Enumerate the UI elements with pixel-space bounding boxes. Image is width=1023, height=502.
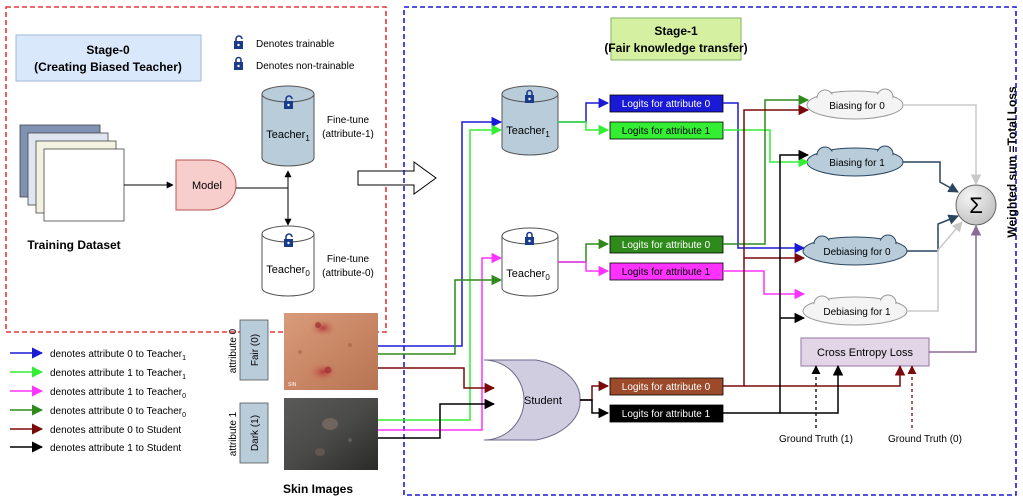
debiasing0-cloud: [802, 234, 908, 266]
arrow-legend: [10, 347, 44, 453]
fair-skin-image: [284, 313, 378, 390]
cross-entropy-label: Cross Entropy Loss: [817, 347, 913, 359]
fair-label: Fair (0): [250, 334, 261, 366]
fair-label-box: [239, 319, 269, 381]
weighted-sum-label: Weighted sum =Total Loss: [1005, 86, 1019, 238]
training-dataset-label: Training Dataset: [27, 238, 120, 252]
stage1-subtitle: (Fair knowledge transfer): [604, 41, 747, 55]
dark-label-box: [239, 402, 269, 464]
legend-item-0: denotes attribute 0 to Teacher1: [50, 349, 186, 362]
biasing0-label: Biasing for 0: [829, 101, 885, 112]
ground-truth-1: Ground Truth (1): [779, 434, 853, 445]
biasing1-cloud: [806, 145, 904, 177]
stage0-teacher1-lock-icon: [284, 95, 293, 109]
stage1-teacher0-label: Teacher0: [506, 268, 550, 282]
lock-open-icon: [234, 35, 243, 49]
stage1-teacher1-label: Teacher1: [506, 125, 550, 139]
stage1-title: Stage-1: [654, 24, 698, 38]
stage1-teacher1-lock-icon: [525, 89, 534, 103]
stage-transition-arrow: [357, 161, 437, 195]
stage0-teacher1-label: Teacher1: [266, 129, 310, 143]
stage1-title-box: [610, 17, 742, 61]
debiasing1-label: Debiasing for 1: [823, 307, 891, 318]
finetune1-line2: (attribute-1): [322, 129, 374, 140]
s-logits1-label: Logits for attribute 1: [622, 409, 711, 420]
model-node: [175, 159, 237, 211]
lock-closed-icon: [234, 56, 243, 70]
stage1-teacher0-lock-icon: [525, 231, 534, 245]
legend-item-3: denotes attribute 0 to Teacher0: [50, 406, 186, 419]
t0-logits1-label: Logits for attribute 1: [622, 267, 711, 278]
biasing0-cloud: [806, 88, 904, 120]
s-logits0-label: Logits for attribute 0: [622, 382, 711, 393]
skin-images-caption: Skin Images: [283, 482, 353, 496]
legend-item-4: denotes attribute 0 to Student: [50, 425, 181, 436]
student-node: [483, 359, 581, 441]
stage1-teacher1-cylinder: [501, 85, 559, 156]
dark-label: Dark (1): [250, 415, 261, 451]
legend-item-5: denotes attribute 1 to Student: [50, 443, 181, 454]
student-label: Student: [524, 395, 562, 407]
fair-image-watermark: SIN: [288, 382, 297, 388]
stage0-teacher0-label: Teacher0: [266, 264, 310, 278]
stage0-teacher0-lock-icon: [284, 233, 293, 247]
finetune0-line2: (attribute-0): [322, 268, 374, 279]
sum-symbol: Σ: [969, 193, 983, 218]
biasing1-label: Biasing for 1: [829, 158, 885, 169]
t1-logits0-label: Logits for attribute 0: [622, 99, 711, 110]
t1-logits1-label: Logits for attribute 1: [622, 126, 711, 137]
t0-logits0-label: Logits for attribute 0: [622, 240, 711, 251]
legend-item-2: denotes attribute 1 to Teacher0: [50, 387, 186, 400]
stage0-title-box: [15, 34, 202, 82]
finetune0-line1: Fine-tune: [327, 254, 370, 265]
stage0-subtitle: (Creating Biased Teacher): [34, 60, 182, 74]
stage1-frame: [403, 6, 1017, 496]
training-dataset-stack: [19, 124, 125, 222]
model-label: Model: [192, 180, 222, 192]
attribute1-label: attribute 1: [228, 411, 239, 456]
ground-truth-0: Ground Truth (0): [888, 434, 962, 445]
finetune1-line1: Fine-tune: [327, 115, 370, 126]
stage1-teacher0-cylinder: [501, 227, 559, 297]
stage0-title: Stage-0: [86, 43, 130, 57]
stage0-teacher0-cylinder: [261, 225, 315, 297]
legend-item-1: denotes attribute 1 to Teacher1: [50, 368, 186, 381]
dark-skin-image: [284, 398, 378, 470]
debiasing0-label: Debiasing for 0: [823, 247, 891, 258]
attribute0-label: attribute 0: [228, 328, 239, 373]
legend-nontrainable: Denotes non-trainable: [256, 61, 355, 72]
cross-entropy-box: [800, 337, 930, 367]
legend-trainable: Denotes trainable: [256, 39, 335, 50]
stage0-teacher1-cylinder: [261, 85, 315, 167]
